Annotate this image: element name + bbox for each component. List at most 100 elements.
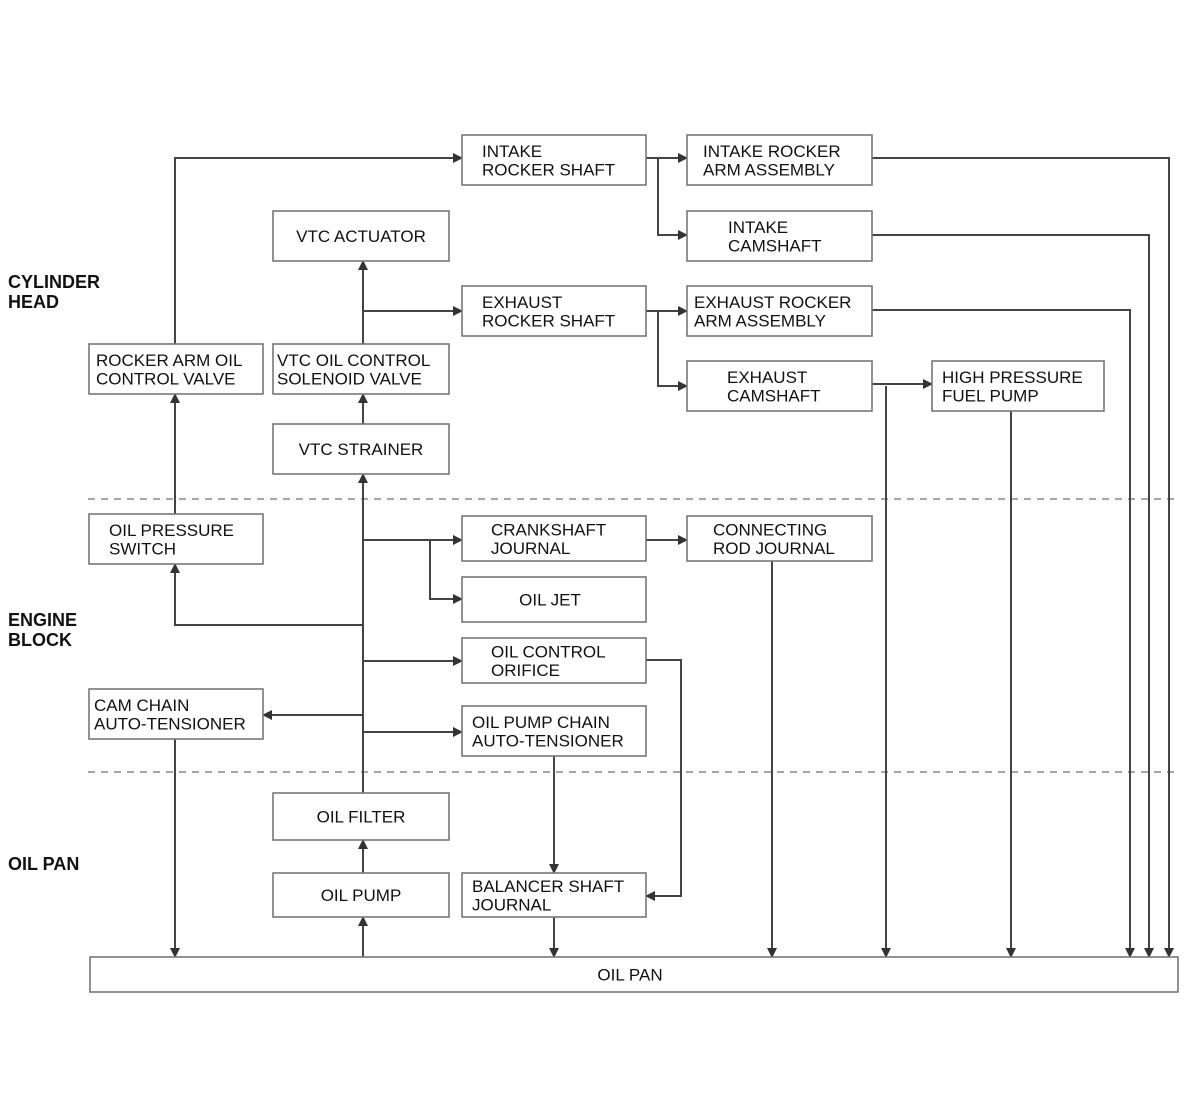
section-engine-block-line-1: ENGINE [8,610,77,630]
oil-pan-box [89,956,1179,993]
connecting-rod-journal-box [686,515,873,562]
oil-pump-chain-auto-tensioner-box [461,705,647,757]
connecting-rod-journal-label-line-1: CONNECTING [713,520,827,539]
vtc-strainer-label-line-1: VTC STRAINER [299,440,424,459]
node-oil-pan: OIL PAN [89,956,1179,993]
oil-pump-chain-auto-tensioner-label-line-2: AUTO-TENSIONER [472,731,624,750]
rocker-arm-oil-control-valve-box [88,343,264,395]
high-pressure-fuel-pump-label-line-2: FUEL PUMP [942,386,1039,405]
oil-pump-label-line-1: OIL PUMP [321,886,402,905]
exhaust-rocker-shaft-label-line-1: EXHAUST [482,293,562,312]
vtc-oil-control-solenoid-valve-label-line-2: SOLENOID VALVE [277,369,422,388]
flow-arrow-exhaust-rocker-arm-assembly-to-oil-pan [872,309,1135,958]
connecting-rod-journal-label-line-2: ROD JOURNAL [713,539,835,558]
intake-rocker-shaft-box [461,134,647,186]
intake-camshaft-label-line-1: INTAKE [728,218,788,237]
oil-filter-box [272,792,450,841]
oil-pressure-switch-box [88,513,264,565]
cam-chain-auto-tensioner-label-line-2: AUTO-TENSIONER [94,714,246,733]
flow-arrow-exhaust-rocker-shaft-to-exhaust-camshaft [657,311,688,391]
flow-arrow-intake-rocker-arm-assembly-to-oil-pan [872,157,1174,958]
intake-rocker-shaft-label-line-1: INTAKE [482,142,542,161]
intake-rocker-arm-assembly-label-line-1: INTAKE ROCKER [703,142,841,161]
node-vtc-strainer: VTC STRAINER [272,423,450,475]
flow-arrow-oil-filter-to-oil-jet [429,540,463,604]
oil-control-orifice-label-line-1: OIL CONTROL [491,642,606,661]
node-oil-pump: OIL PUMP [272,872,450,918]
flow-arrow-oil-filter-to-oil-pressure-switch [170,563,363,626]
exhaust-camshaft-label-line-1: EXHAUST [727,368,807,387]
vtc-actuator-box [272,210,450,262]
flow-arrow-rocker-arm-oil-control-valve-to-intake-rocker-shaft [174,153,463,344]
oil-pump-chain-auto-tensioner-label-line-1: OIL PUMP CHAIN [472,713,610,732]
vtc-actuator-label-line-1: VTC ACTUATOR [296,227,426,246]
cam-chain-auto-tensioner-box [88,688,264,740]
cam-chain-auto-tensioner-label-line-1: CAM CHAIN [94,696,189,715]
oil-control-orifice-label-line-2: ORIFICE [491,661,560,680]
section-cylinder-head-line-2: HEAD [8,292,59,312]
section-label-oil-pan-section: OIL PAN [8,854,79,874]
intake-camshaft-box [686,210,873,262]
balancer-shaft-journal-box [461,872,647,918]
intake-rocker-arm-assembly-label-line-2: ARM ASSEMBLY [703,160,835,179]
exhaust-camshaft-label-line-2: CAMSHAFT [727,386,821,405]
exhaust-rocker-arm-assembly-label-line-2: ARM ASSEMBLY [694,311,826,330]
crankshaft-journal-box [461,515,647,562]
exhaust-camshaft-box [686,360,873,412]
intake-camshaft-label-line-2: CAMSHAFT [728,236,822,255]
oil-pressure-switch-label-line-1: OIL PRESSURE [109,521,234,540]
exhaust-rocker-shaft-box [461,285,647,337]
section-cylinder-head-line-1: CYLINDER [8,272,100,292]
rocker-arm-oil-control-valve-label-line-1: ROCKER ARM OIL [96,351,242,370]
flow-arrow-oil-control-orifice-to-balancer-shaft-journal [645,659,682,901]
section-engine-block-line-2: BLOCK [8,630,72,650]
oil-jet-label-line-1: OIL JET [519,591,581,610]
high-pressure-fuel-pump-box [931,360,1105,412]
exhaust-rocker-shaft-label-line-2: ROCKER SHAFT [482,311,615,330]
oil-pump-box [272,872,450,918]
flow-arrow-intake-camshaft-to-oil-pan [872,234,1154,958]
intake-rocker-shaft-label-line-2: ROCKER SHAFT [482,160,615,179]
oil-filter-label-line-1: OIL FILTER [317,808,406,827]
rocker-arm-oil-control-valve-label-line-2: CONTROL VALVE [96,369,236,388]
intake-rocker-arm-assembly-box [686,134,873,186]
node-vtc-actuator: VTC ACTUATOR [272,210,450,262]
oil-jet-box [461,576,647,623]
vtc-oil-control-solenoid-valve-label-line-1: VTC OIL CONTROL [277,351,430,370]
oil-control-orifice-box [461,637,647,684]
exhaust-rocker-arm-assembly-label-line-1: EXHAUST ROCKER [694,293,851,312]
vtc-strainer-box [272,423,450,475]
balancer-shaft-journal-label-line-2: JOURNAL [472,895,551,914]
flow-arrow-intake-rocker-shaft-to-intake-camshaft [657,158,688,240]
high-pressure-fuel-pump-label-line-1: HIGH PRESSURE [942,368,1083,387]
balancer-shaft-journal-label-line-1: BALANCER SHAFT [472,877,624,896]
crankshaft-journal-label-line-1: CRANKSHAFT [491,520,606,539]
exhaust-rocker-arm-assembly-box [686,285,873,337]
node-oil-filter: OIL FILTER [272,792,450,841]
crankshaft-journal-label-line-2: JOURNAL [491,539,570,558]
vtc-oil-control-solenoid-valve-box [272,343,450,395]
oil-pan-label-line-1: OIL PAN [597,966,662,985]
oil-pressure-switch-label-line-2: SWITCH [109,539,176,558]
node-oil-jet: OIL JET [461,576,647,623]
section-oil-pan-section-line-1: OIL PAN [8,854,79,874]
